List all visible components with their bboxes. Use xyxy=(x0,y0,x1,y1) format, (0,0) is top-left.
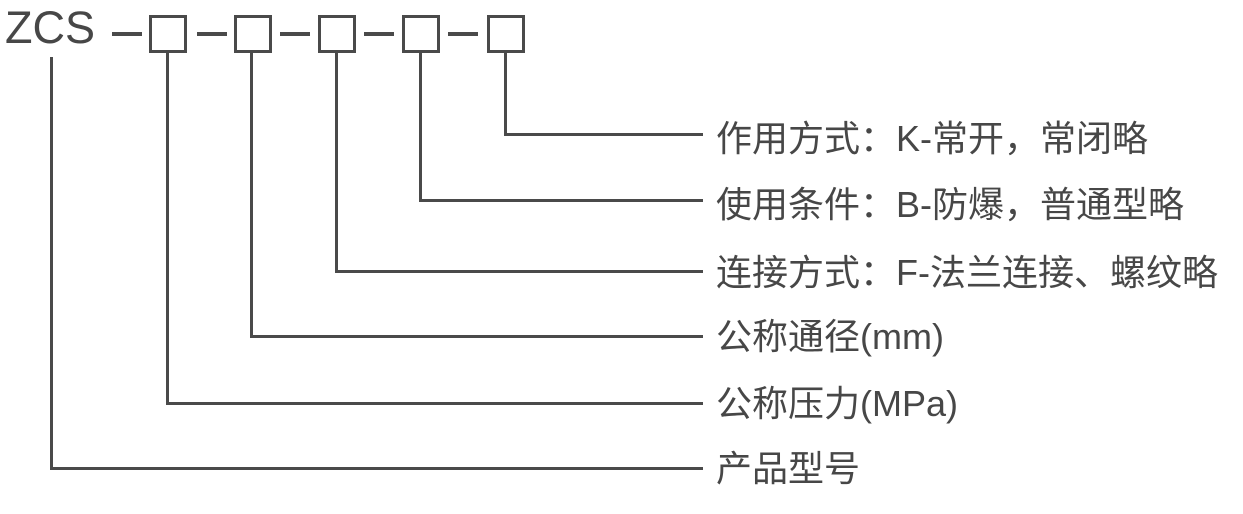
connector-action-mode-vertical xyxy=(504,53,507,136)
model-code: ZCS xyxy=(5,2,95,53)
connector-action-mode-horizontal xyxy=(504,133,703,136)
dash-separator xyxy=(448,32,478,36)
connector-usage-condition-horizontal xyxy=(419,199,703,202)
model-field-box-4 xyxy=(402,15,440,53)
model-field-box-2 xyxy=(234,15,272,53)
connector-connection-type-horizontal xyxy=(335,270,703,273)
label-product-model: 产品型号 xyxy=(716,448,861,489)
connector-nominal-diameter-vertical xyxy=(250,53,253,338)
model-field-box-3 xyxy=(318,15,356,53)
label-nominal-diameter: 公称通径(mm) xyxy=(716,316,944,357)
connector-nominal-pressure-horizontal xyxy=(166,402,703,405)
dash-separator xyxy=(197,32,227,36)
dash-separator xyxy=(112,32,142,36)
connector-connection-type-vertical xyxy=(335,53,338,273)
connector-usage-condition-vertical xyxy=(419,53,422,202)
connector-product-model-horizontal xyxy=(50,467,703,470)
model-field-box-1 xyxy=(149,15,187,53)
connector-nominal-diameter-horizontal xyxy=(250,335,703,338)
model-field-box-5 xyxy=(487,15,525,53)
label-nominal-pressure: 公称压力(MPa) xyxy=(716,383,958,424)
dash-separator xyxy=(364,32,394,36)
connector-nominal-pressure-vertical xyxy=(166,53,169,405)
label-usage-condition: 使用条件：B-防爆，普通型略 xyxy=(716,184,1185,225)
dash-separator xyxy=(280,32,310,36)
label-connection-type: 连接方式：F-法兰连接、螺纹略 xyxy=(716,252,1218,293)
connector-product-model-vertical xyxy=(50,57,53,470)
label-action-mode: 作用方式：K-常开，常闭略 xyxy=(716,118,1149,159)
